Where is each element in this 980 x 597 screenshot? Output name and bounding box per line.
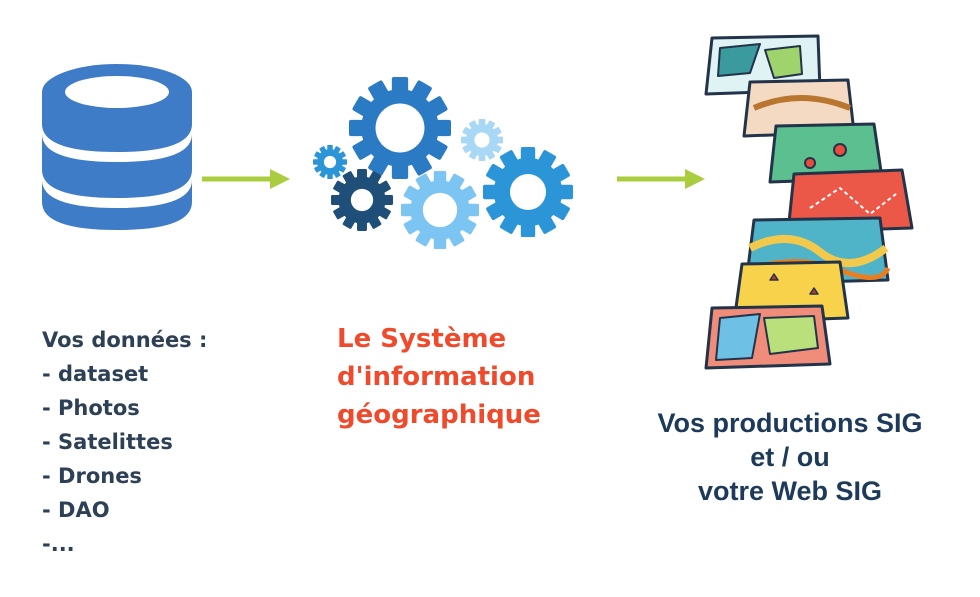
outputs-caption: Vos productions SIG et / ou votre Web SI…	[615, 406, 965, 508]
source-item: - dataset	[42, 362, 149, 386]
gis-title-line: d'information	[337, 362, 536, 392]
outputs-line: votre Web SIG	[697, 476, 883, 506]
gears-icon	[313, 77, 573, 249]
source-item: - Photos	[42, 396, 140, 420]
source-item: - Satelittes	[42, 430, 173, 454]
data-sources-list: Vos données : - dataset - Photos - Satel…	[42, 323, 262, 561]
sources-items: - dataset - Photos - Satelittes - Drones…	[42, 357, 262, 561]
gis-title-line: Le Système	[337, 324, 507, 354]
source-item: -...	[42, 532, 75, 556]
source-item: - Drones	[42, 464, 142, 488]
gis-title-line: géographique	[337, 400, 541, 430]
sources-heading: Vos données :	[42, 328, 208, 352]
gis-title: Le Système d'information géographique	[337, 320, 597, 434]
outputs-line: et / ou	[750, 442, 830, 472]
outputs-line: Vos productions SIG	[657, 408, 923, 438]
layered-maps-icon	[704, 34, 914, 370]
arrow-right-icon	[617, 169, 705, 189]
source-item: - DAO	[42, 498, 110, 522]
database-icon	[42, 64, 192, 230]
arrow-right-icon	[202, 169, 290, 189]
